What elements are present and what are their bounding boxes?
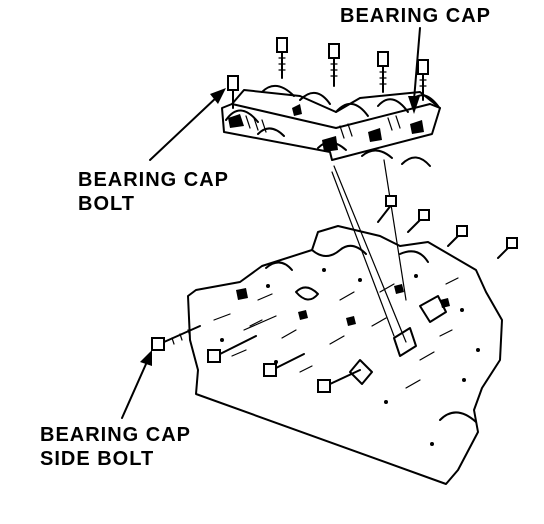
label-bearing-cap-bolt: BEARING CAP BOLT — [78, 168, 229, 216]
engine-block — [187, 159, 503, 485]
side-bolts-front — [151, 315, 361, 393]
arrow-bearing-cap — [408, 27, 421, 114]
label-bearing-cap-side-bolt: BEARING CAP SIDE BOLT — [40, 423, 191, 471]
label-bearing-cap-side-bolt-line1: BEARING CAP — [40, 424, 192, 446]
label-bearing-cap: BEARING CAP — [340, 4, 491, 28]
side-bolts-right — [377, 195, 518, 259]
arrow-bearing-cap-side-bolt — [121, 350, 152, 419]
label-bearing-cap-bolt-line2: BOLT — [78, 193, 135, 215]
label-bearing-cap-bolt-line1: BEARING CAP — [78, 169, 230, 191]
bearing-cap-bolts-top — [227, 37, 429, 109]
label-bearing-cap-side-bolt-line2: SIDE BOLT — [40, 448, 155, 470]
bearing-cap-bridge — [221, 85, 441, 167]
label-bearing-cap-text: BEARING CAP — [340, 5, 492, 27]
arrow-bearing-cap-bolt — [149, 88, 226, 161]
